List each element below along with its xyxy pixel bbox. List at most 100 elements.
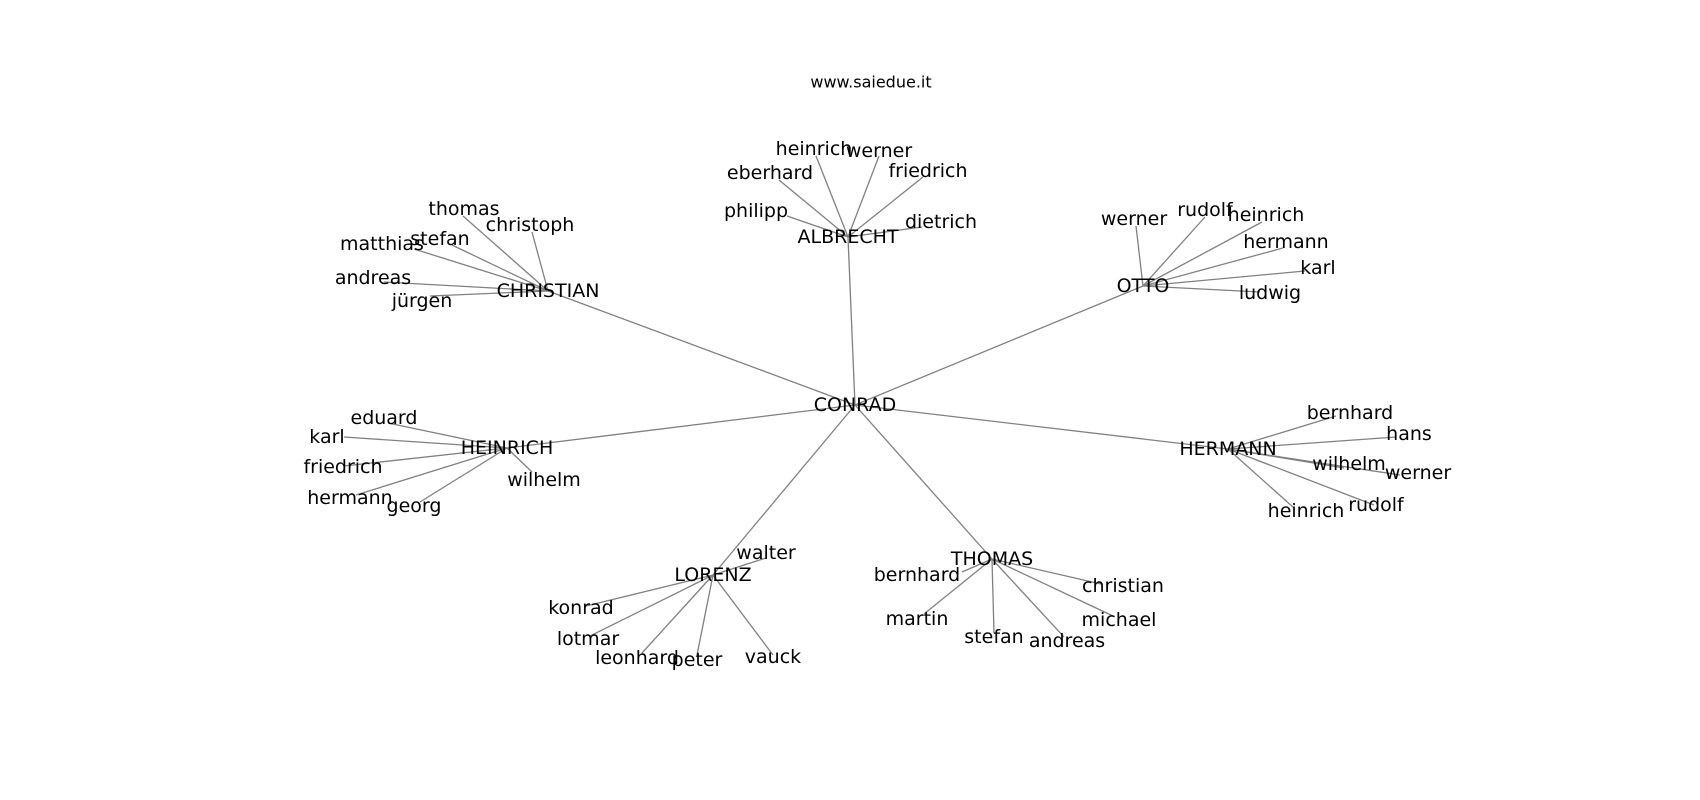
edge-lorenz-peter xyxy=(696,574,714,656)
edge-lorenz-walter xyxy=(712,557,767,576)
leaf-node-otto-werner: werner xyxy=(1101,208,1167,230)
edge-root-christian xyxy=(547,290,856,406)
edge-hermann-rudolf xyxy=(1227,448,1375,506)
leaf-node-hermann-heinrich: heinrich xyxy=(1268,500,1345,522)
edge-albrecht-dietrich xyxy=(847,226,923,238)
edge-lorenz-vauck xyxy=(712,574,774,656)
edge-christian-thomas xyxy=(462,215,549,292)
leaf-node-otto-rudolf: rudolf xyxy=(1177,199,1234,221)
leaf-node-christian-matthias: matthias xyxy=(340,233,424,255)
edge-otto-rudolf xyxy=(1142,216,1206,287)
leaf-node-hermann-werner: werner xyxy=(1385,462,1451,484)
branch-node-lorenz: LORENZ xyxy=(674,564,751,586)
edge-root-lorenz xyxy=(712,404,856,576)
branch-node-albrecht: ALBRECHT xyxy=(798,226,899,248)
leaf-node-heinrich-georg: georg xyxy=(387,495,442,517)
leaf-node-heinrich-eduard: eduard xyxy=(351,407,418,429)
leaf-node-lorenz-peter: peter xyxy=(672,649,723,671)
edge-hermann-bernhard xyxy=(1227,415,1337,450)
leaf-node-heinrich-friedrich: friedrich xyxy=(303,456,382,478)
branch-node-heinrich: HEINRICH xyxy=(461,437,553,459)
edge-otto-ludwig xyxy=(1142,285,1261,293)
leaf-node-otto-heinrich: heinrich xyxy=(1228,204,1305,226)
leaf-node-lorenz-leonhard: leonhard xyxy=(595,647,679,669)
edge-root-heinrich xyxy=(506,404,856,449)
leaf-node-thomas-stefan: stefan xyxy=(964,626,1023,648)
edge-heinrich-friedrich xyxy=(343,447,508,467)
leaf-node-hermann-hans: hans xyxy=(1386,423,1432,445)
edge-lorenz-lotmar xyxy=(589,574,714,637)
leaf-node-heinrich-karl: karl xyxy=(309,426,344,448)
leaf-node-thomas-michael: michael xyxy=(1082,609,1157,631)
edge-albrecht-werner xyxy=(847,155,880,238)
leaf-node-hermann-bernhard: bernhard xyxy=(1307,402,1394,424)
edge-thomas-andreas xyxy=(991,558,1065,638)
leaf-node-thomas-bernhard: bernhard xyxy=(874,564,961,586)
edge-heinrich-wilhelm xyxy=(506,447,533,473)
leaf-node-albrecht-eberhard: eberhard xyxy=(727,162,813,184)
edge-thomas-stefan xyxy=(991,558,995,634)
branch-node-otto: OTTO xyxy=(1117,275,1170,297)
leaf-node-thomas-andreas: andreas xyxy=(1029,630,1105,652)
edge-otto-werner xyxy=(1135,225,1144,287)
edge-lorenz-konrad xyxy=(585,574,714,607)
edge-otto-hermann xyxy=(1142,247,1284,287)
edge-heinrich-georg xyxy=(419,447,508,503)
edge-root-hermann xyxy=(854,404,1229,450)
leaf-node-christian-christoph: christoph xyxy=(486,214,575,236)
edge-thomas-bernhard xyxy=(961,558,993,573)
leaf-node-christian-jürgen: jürgen xyxy=(391,290,453,312)
edge-albrecht-friedrich xyxy=(847,176,924,238)
leaf-node-albrecht-dietrich: dietrich xyxy=(905,211,977,233)
leaf-node-albrecht-philipp: philipp xyxy=(724,200,788,222)
branch-node-thomas: THOMAS xyxy=(950,548,1033,570)
leaf-node-lorenz-lotmar: lotmar xyxy=(557,628,620,650)
edge-christian-matthias xyxy=(413,248,549,292)
leaf-node-hermann-wilhelm: wilhelm xyxy=(1312,453,1386,475)
site-caption: www.saiedue.it xyxy=(810,73,931,92)
leaf-node-lorenz-walter: walter xyxy=(736,542,796,564)
leaf-node-christian-andreas: andreas xyxy=(335,267,411,289)
edge-lorenz-leonhard xyxy=(641,574,714,654)
edge-hermann-hans xyxy=(1227,436,1397,450)
leaf-node-otto-hermann: hermann xyxy=(1243,231,1328,253)
edge-albrecht-philipp xyxy=(786,215,849,238)
leaf-node-thomas-martin: martin xyxy=(886,608,949,630)
leaf-node-lorenz-konrad: konrad xyxy=(548,597,614,619)
edge-thomas-michael xyxy=(991,558,1114,617)
leaf-node-otto-karl: karl xyxy=(1300,257,1335,279)
leaf-node-hermann-rudolf: rudolf xyxy=(1348,494,1405,516)
edge-albrecht-heinrich xyxy=(815,155,849,238)
leaf-node-heinrich-hermann: hermann xyxy=(307,487,392,509)
edge-otto-karl xyxy=(1142,270,1306,287)
edge-albrecht-eberhard xyxy=(778,179,849,238)
edge-christian-andreas xyxy=(383,281,549,292)
edge-otto-heinrich xyxy=(1142,221,1263,287)
branch-node-christian: CHRISTIAN xyxy=(497,280,600,302)
edge-heinrich-hermann xyxy=(355,447,508,496)
edge-heinrich-karl xyxy=(343,436,508,449)
edge-thomas-martin xyxy=(923,558,993,615)
leaf-node-albrecht-werner: werner xyxy=(846,140,912,162)
edge-root-thomas xyxy=(854,404,993,560)
edge-hermann-werner xyxy=(1227,448,1401,476)
graph-edges xyxy=(343,155,1401,656)
edge-root-albrecht xyxy=(847,236,856,406)
edge-hermann-heinrich xyxy=(1227,448,1295,509)
leaf-node-lorenz-vauck: vauck xyxy=(745,646,801,668)
leaf-node-albrecht-friedrich: friedrich xyxy=(888,160,967,182)
leaf-node-christian-stefan: stefan xyxy=(410,228,469,250)
leaf-node-otto-ludwig: ludwig xyxy=(1239,282,1301,304)
edge-christian-stefan xyxy=(451,244,549,292)
edge-thomas-christian xyxy=(991,558,1102,585)
branch-node-hermann: HERMANN xyxy=(1179,438,1276,460)
leaf-node-heinrich-wilhelm: wilhelm xyxy=(507,469,581,491)
root-node-label: CONRAD xyxy=(814,394,897,416)
leaf-node-christian-thomas: thomas xyxy=(428,198,499,220)
leaf-node-thomas-christian: christian xyxy=(1082,575,1164,597)
leaf-node-albrecht-heinrich: heinrich xyxy=(776,138,853,160)
edge-root-otto xyxy=(854,285,1144,406)
edge-christian-christoph xyxy=(531,231,549,292)
